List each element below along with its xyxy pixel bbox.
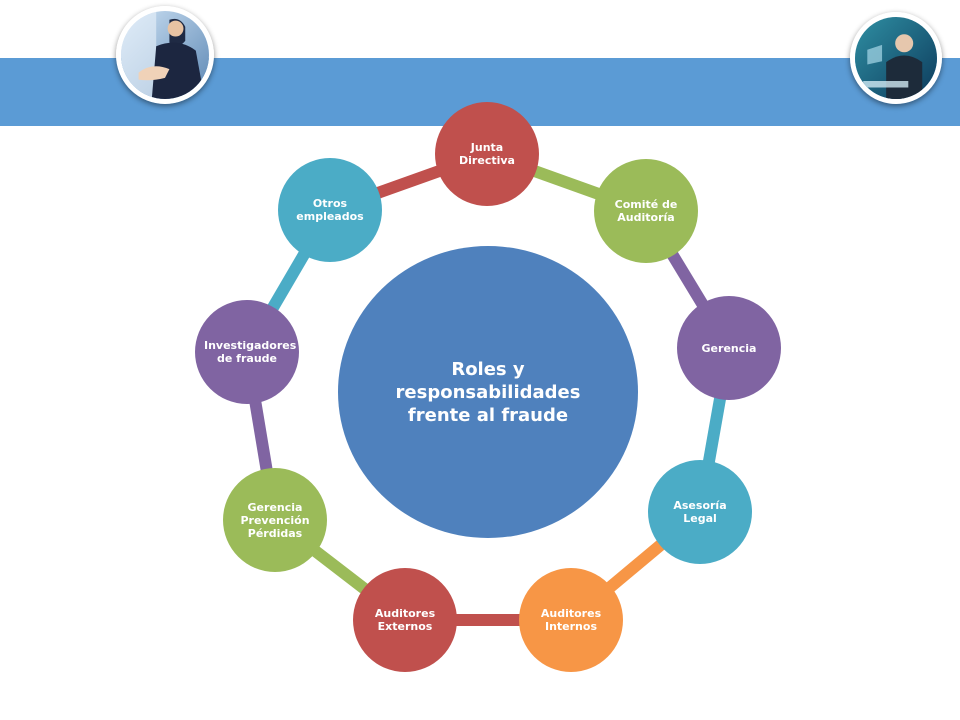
role-label: Investigadores de fraude [204,339,297,365]
role-label: Otros empleados [296,197,364,223]
business-handshake-photo-icon [116,6,214,104]
role-label: Auditores Internos [540,607,602,633]
role-node-8: Investigadores de fraude [195,300,299,404]
center-circle: Roles y responsabilidades frente al frau… [338,246,638,538]
role-label: Junta Directiva [459,141,515,167]
role-node-7: Gerencia Prevención Pérdidas [223,468,327,572]
role-label: Auditores Externos [374,607,436,633]
business-meeting-photo-icon [850,12,942,104]
role-node-4: Asesoría Legal [648,460,752,564]
role-label: Gerencia Prevención Pérdidas [240,500,310,540]
role-node-5: Auditores Internos [519,568,623,672]
role-node-9: Otros empleados [278,158,382,262]
role-node-2: Comité de Auditoría [594,159,698,263]
role-label: Gerencia [701,341,757,355]
role-label: Asesoría Legal [673,499,727,525]
role-node-1: Junta Directiva [435,102,539,206]
center-title: Roles y responsabilidades frente al frau… [395,358,581,426]
role-node-6: Auditores Externos [353,568,457,672]
role-node-3: Gerencia [677,296,781,400]
role-label: Comité de Auditoría [614,198,678,224]
